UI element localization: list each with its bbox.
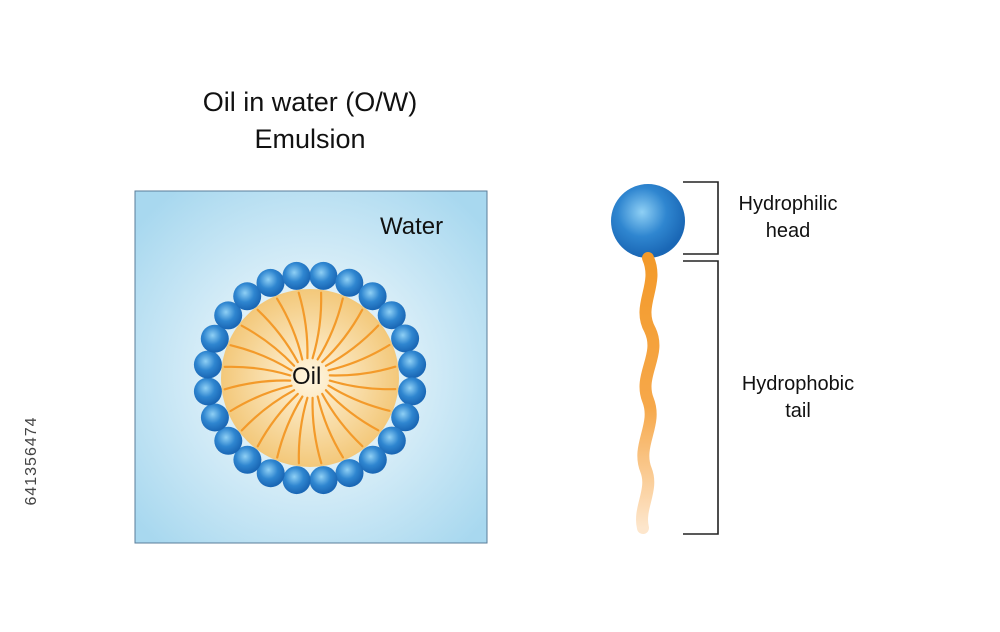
micelle-head [200,324,229,353]
micelle-head [377,301,406,330]
micelle-head [358,445,387,474]
title-line-2: Emulsion [254,124,366,154]
micelle-head [282,466,311,495]
micelle-tail [297,291,309,360]
micelle-head [391,403,420,432]
head-label-line-2: head [765,220,811,242]
micelle-head [309,261,338,290]
micelle-head [309,466,338,495]
head-label-line-1: Hydrophilic [738,193,838,215]
micelle-tail [276,395,304,459]
micelle-head [233,282,262,311]
surfactant-head [611,184,685,258]
micelle-tail [316,297,344,361]
micelle-tail [223,379,292,391]
micelle-head [335,268,364,297]
micelle-head [193,350,222,379]
micelle-tail [297,396,309,465]
micelle-head [193,377,222,406]
micelle-tail [316,395,345,459]
micelle-tail [328,379,397,391]
micelle-head [377,426,406,455]
micelle-tails [223,291,397,465]
micelle-head [200,403,229,432]
micelle-head [233,445,262,474]
title-line-1: Oil in water (O/W) [202,87,418,117]
water-label: Water [380,213,444,240]
surfactant-tail [636,252,660,534]
micelle-head [256,459,285,488]
micelle-tail [256,308,299,364]
hydrophilic-head-label: Hydrophilic head [728,191,848,245]
micelle-tail [229,384,293,413]
micelle-tail [327,343,391,372]
micelle-heads [193,261,427,495]
oil-label: Oil [292,363,322,390]
oil-core [221,289,399,467]
micelle-head [398,377,427,406]
micelle-head [398,350,427,379]
micelle-head [391,324,420,353]
micelle-head [358,282,387,311]
head-bracket [683,181,719,255]
micelle-head [214,301,243,330]
micelle-tail [327,384,391,412]
tail-label-line-2: tail [785,400,811,422]
micelle-head [282,261,311,290]
micelle-tail [240,389,296,432]
micelle-tail [321,308,364,364]
micelle-tail [229,344,293,372]
micelle-tail [240,324,296,367]
micelle-tail [256,392,299,448]
tail-bracket [683,260,719,535]
micelle-head [335,459,364,488]
micelle-head [214,426,243,455]
hydrophobic-tail-label: Hydrophobic tail [723,371,873,425]
micelle-tail [324,324,380,367]
micelle-tail [328,365,397,377]
micelle-tail [223,365,292,377]
micelle-tail [324,389,380,432]
micelle-tail [311,291,323,360]
micelle-tail [275,297,304,361]
micelle-head [256,268,285,297]
tail-label-line-1: Hydrophobic [741,373,855,395]
micelle-tail [321,392,364,448]
diagram-title: Oil in water (O/W) Emulsion [110,84,510,158]
micelle-tail [311,396,323,465]
